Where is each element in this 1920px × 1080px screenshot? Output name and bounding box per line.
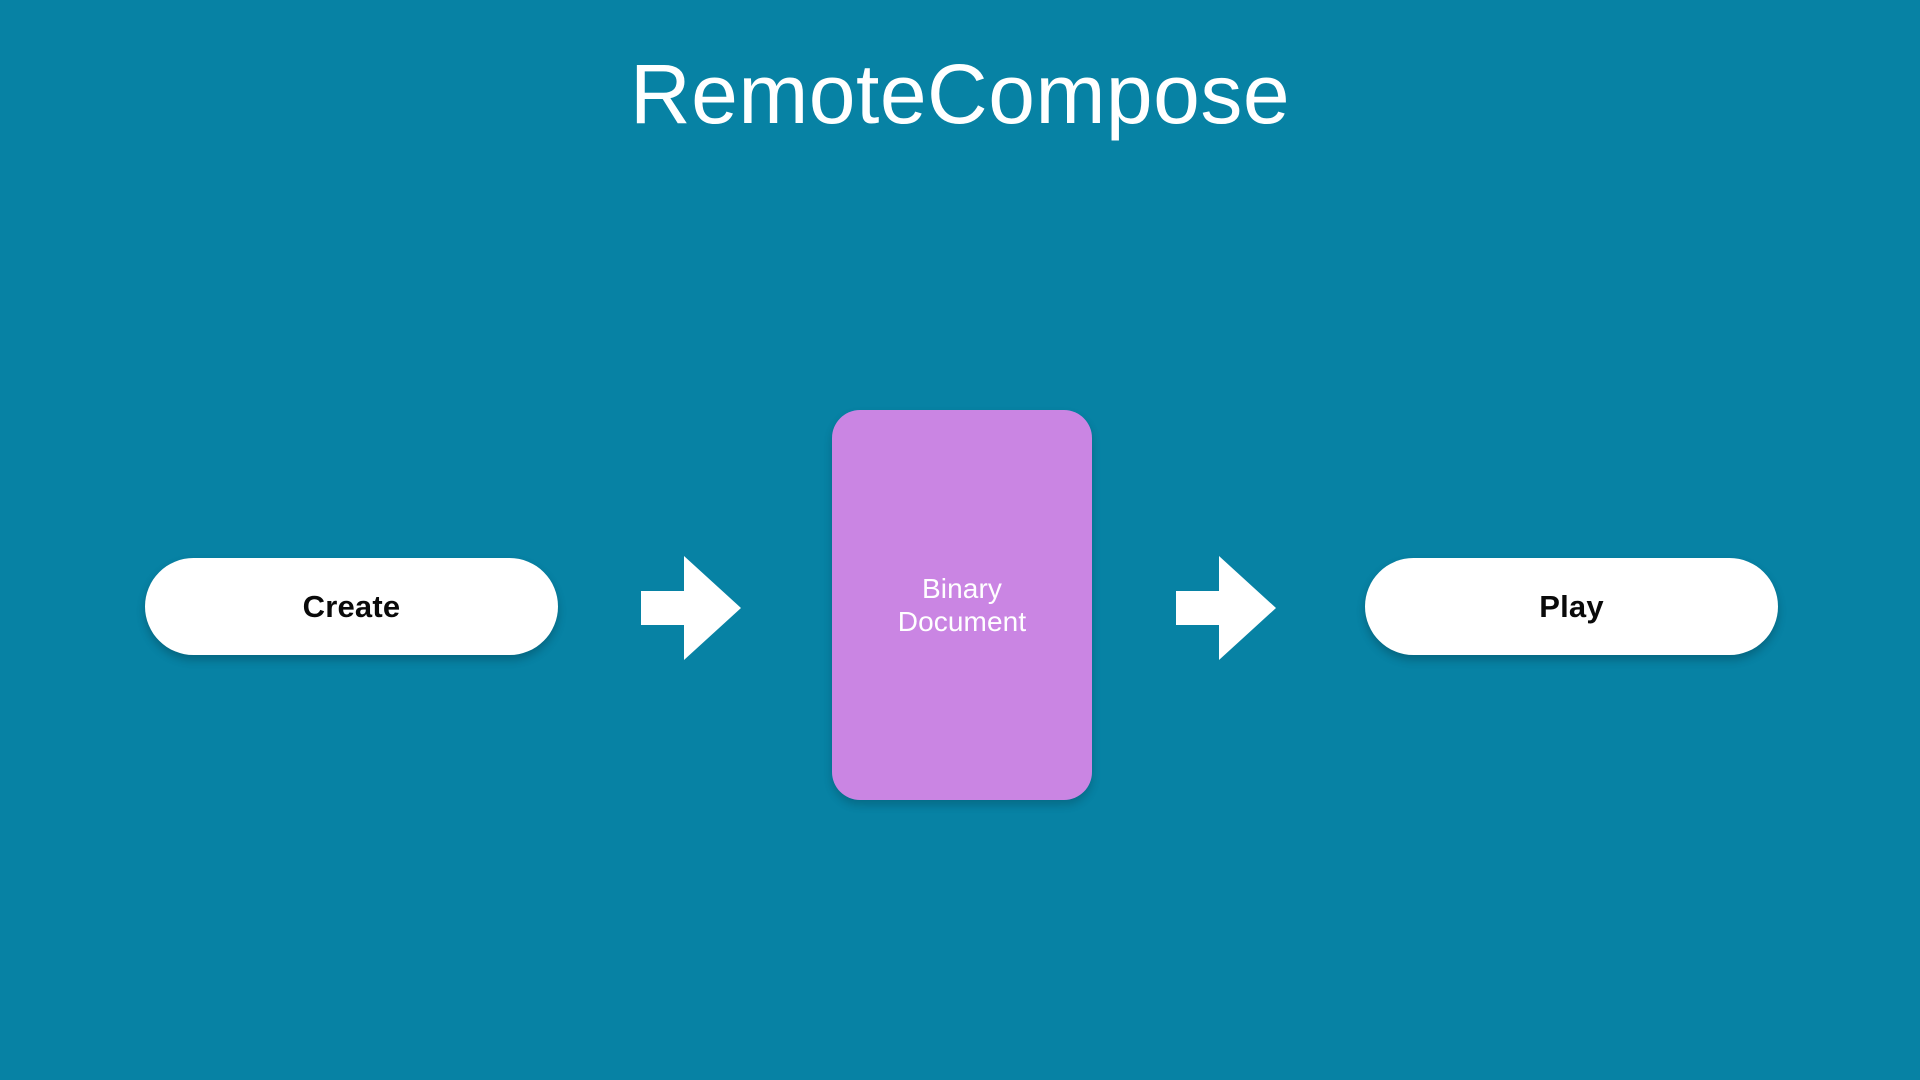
create-button-label: Create xyxy=(302,589,401,624)
play-button-label: Play xyxy=(1539,589,1604,624)
binary-document-label: Binary Document xyxy=(898,572,1026,638)
play-button[interactable]: Play xyxy=(1365,558,1778,655)
page-title: RemoteCompose xyxy=(629,47,1291,141)
create-button[interactable]: Create xyxy=(145,558,558,655)
arrow-right-icon xyxy=(636,553,746,663)
arrow-right-icon xyxy=(1171,553,1281,663)
binary-document-label-line-2: Document xyxy=(897,606,1027,637)
binary-document-node[interactable]: Binary Document xyxy=(832,410,1092,800)
binary-document-label-line-1: Binary xyxy=(922,572,1002,604)
